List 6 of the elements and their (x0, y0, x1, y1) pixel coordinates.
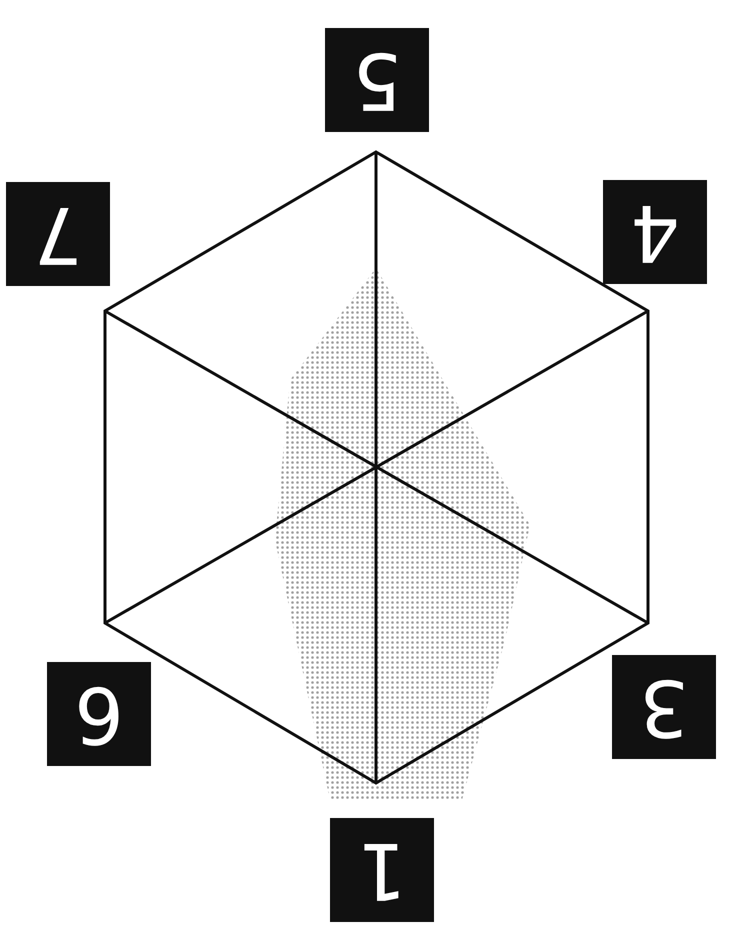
axis-number-label: 7 (6, 182, 110, 286)
axis-number-label: 4 (603, 180, 707, 284)
axis-number-label: 3 (612, 655, 716, 759)
axis-number-label: 6 (47, 662, 151, 766)
axis-number-label: 5 (325, 28, 429, 132)
axis-number-label: 1 (330, 818, 434, 922)
